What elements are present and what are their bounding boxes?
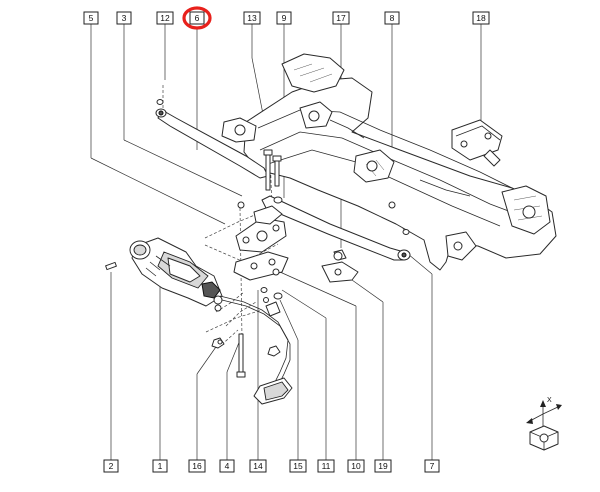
callout-label: 6: [195, 13, 200, 23]
callout-label: 10: [351, 461, 361, 471]
orientation-cube-icon: X: [526, 397, 562, 451]
callout-label: 15: [293, 461, 303, 471]
callout-label: 7: [430, 461, 435, 471]
callout-label: 2: [109, 461, 114, 471]
axis-label: X: [547, 397, 552, 404]
nuts-part-16: [211, 337, 281, 357]
callouts-bottom: 2 1 16 4 14 15 11 10 19 7: [103, 459, 440, 473]
callout-label: 14: [253, 461, 263, 471]
cable-harness-part-15: [219, 287, 293, 405]
bracket-part-18: [451, 119, 503, 167]
callout-label: 12: [160, 13, 170, 23]
tie-rod-part-7: [261, 195, 411, 261]
callout-label: 5: [89, 13, 94, 23]
bolts-part-13-9: [237, 149, 283, 209]
callout-label: 9: [282, 13, 287, 23]
link-rod-part-3: [155, 99, 269, 179]
callout-label: 4: [225, 461, 230, 471]
callout-label: 13: [247, 13, 257, 23]
rear-subframe: [221, 53, 557, 271]
callout-label: 11: [322, 461, 331, 471]
callout-label: 18: [476, 13, 486, 23]
highlight-circle: [182, 6, 212, 30]
plate-bracket-part-10: [233, 251, 359, 283]
callout-label: 3: [122, 13, 127, 23]
actuator-motor-part-1: [105, 237, 223, 312]
callout-label: 1: [158, 461, 163, 471]
callout-label: 17: [336, 13, 346, 23]
callout-label: 16: [192, 461, 202, 471]
callout-label: 8: [390, 13, 395, 23]
long-bolt-part-4: [236, 333, 246, 378]
leader-lines-bottom: [110, 253, 433, 466]
mount-bracket-part-6: [235, 205, 287, 253]
callouts-top: 5 3 12 6 13 9 17 8 18: [83, 11, 490, 25]
callout-label: 19: [378, 461, 388, 471]
